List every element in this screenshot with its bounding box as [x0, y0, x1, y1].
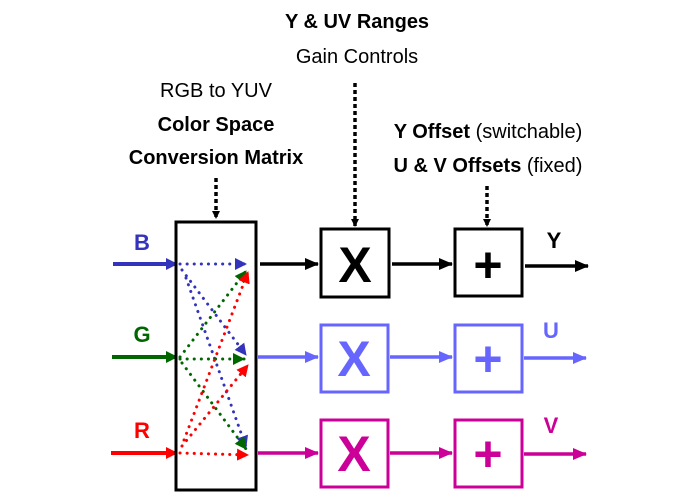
gain-title: Y & UV Ranges [285, 11, 429, 33]
offset-label-line2-bold: U & V Offsets [394, 155, 522, 177]
u-multiply-symbol: X [337, 331, 370, 387]
offset-label-line2-rest: (fixed) [521, 155, 582, 177]
conversion-matrix-box [174, 220, 258, 492]
y-offset-box [453, 227, 524, 298]
y-multiply-symbol: X [338, 237, 371, 293]
v-multiply-symbol: X [337, 426, 370, 482]
u-gain-box [319, 323, 390, 394]
u-add-symbol: + [473, 331, 502, 387]
path-r-to-v [178, 448, 250, 461]
offset-label-line2: U & V Offsets (fixed) [394, 155, 583, 177]
u-offset-box [453, 323, 524, 394]
matrix-label-line2: Color Space [158, 114, 275, 136]
matrix-label-line1: RGB to YUV [160, 80, 273, 102]
offset-label-line1: Y Offset (switchable) [394, 121, 583, 143]
path-b-to-v [184, 276, 248, 449]
v-add-symbol: + [473, 426, 502, 482]
offset-label-line1-bold: Y Offset [394, 121, 471, 143]
v-gain-box [319, 418, 390, 489]
matrix-paths [178, 258, 250, 461]
offset-label-line1-rest: (switchable) [470, 121, 582, 143]
output-label-y: Y [547, 228, 562, 253]
matrix-label-line3: Conversion Matrix [129, 147, 303, 169]
gain-subtitle: Gain Controls [296, 46, 418, 68]
output-label-u: U [543, 318, 559, 343]
y-add-symbol: + [473, 237, 502, 293]
input-label-b: B [134, 230, 150, 255]
v-offset-box [453, 418, 524, 489]
input-label-r: R [134, 418, 150, 443]
input-label-g: G [133, 322, 150, 347]
output-label-v: V [544, 413, 559, 438]
y-gain-box [319, 227, 391, 299]
path-r-to-y [182, 270, 250, 442]
